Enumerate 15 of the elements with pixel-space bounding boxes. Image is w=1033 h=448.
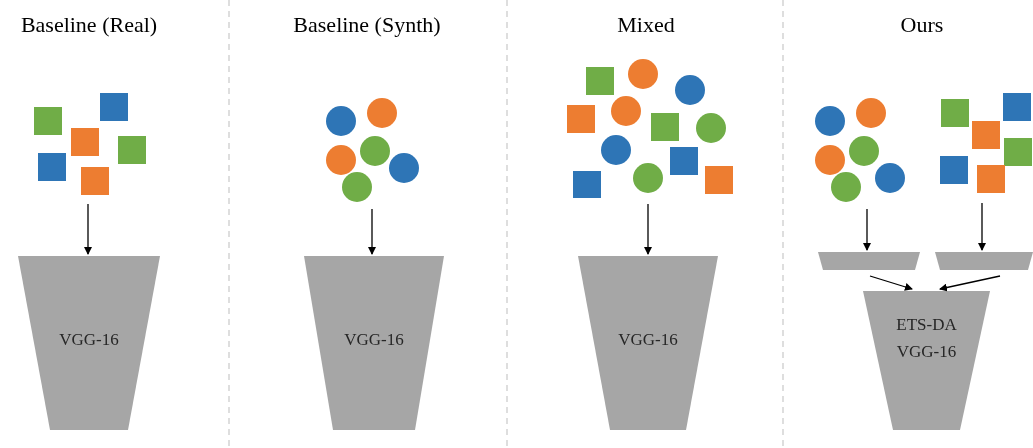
arrow bbox=[978, 202, 986, 251]
panel-title: Mixed bbox=[617, 11, 675, 39]
arrow bbox=[368, 208, 376, 255]
model-label: VGG-16 bbox=[58, 329, 120, 351]
model-label: ETS-DA VGG-16 bbox=[895, 314, 958, 363]
arrow bbox=[863, 208, 871, 251]
model-label: VGG-16 bbox=[343, 329, 405, 351]
arrow bbox=[939, 275, 1001, 292]
arrow bbox=[644, 203, 652, 255]
panel-title: Baseline (Real) bbox=[20, 11, 158, 39]
panel-title: Ours bbox=[900, 11, 944, 39]
model-label: VGG-16 bbox=[617, 329, 679, 351]
panel-title: Baseline (Synth) bbox=[293, 11, 441, 39]
arrow bbox=[84, 203, 92, 255]
arrow bbox=[869, 275, 913, 291]
